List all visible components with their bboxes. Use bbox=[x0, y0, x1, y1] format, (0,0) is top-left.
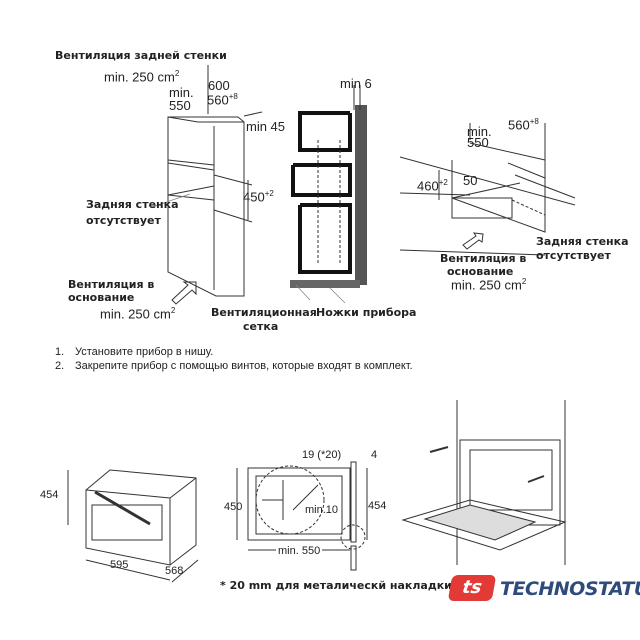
base-area-exponent: 2 bbox=[170, 306, 176, 315]
tr-dim-460-tolerance: +2 bbox=[438, 178, 448, 187]
dim-560-value: 560 bbox=[207, 92, 229, 108]
tr-dim-460: 460+2 bbox=[417, 178, 448, 194]
bm-dim-min10: min.10 bbox=[305, 504, 339, 516]
logo-name: TECHNOSTATUS bbox=[500, 578, 640, 600]
bm-dim-454: 454 bbox=[368, 500, 387, 512]
base-vent-label-1: Вентиляция в bbox=[68, 278, 155, 291]
dim-min45: min 45 bbox=[246, 119, 286, 134]
tr-dim-min-label: min. bbox=[467, 124, 492, 139]
dim-560-tolerance: +8 bbox=[228, 92, 238, 101]
bm-dim-450: 450 bbox=[224, 501, 243, 513]
dim-min6: min 6 bbox=[340, 76, 372, 91]
tr-base-area-value: min. 250 cm bbox=[451, 277, 522, 293]
tr-dim-550: 550 bbox=[467, 135, 489, 150]
instruction-2: 2. Закрепите прибор с помощью винтов, кот… bbox=[55, 360, 413, 372]
tr-base-vent-2: основание bbox=[447, 265, 514, 278]
tr-dim-560-tolerance: +8 bbox=[529, 117, 539, 126]
tall-cabinet-drawing bbox=[151, 65, 263, 305]
vent-grille-label-2: сетка bbox=[243, 320, 279, 333]
device-feet-label: Ножки прибора bbox=[316, 306, 417, 319]
bl-dim-454: 454 bbox=[40, 489, 59, 501]
instruction-number: 2. bbox=[55, 360, 65, 372]
bm-dim-min550: min. 550 bbox=[276, 545, 323, 557]
logo-mark: ts bbox=[447, 575, 497, 601]
drawer-niche-drawing bbox=[399, 123, 576, 256]
tr-base-vent-area: min. 250 cm2 bbox=[451, 277, 527, 293]
tr-dim-460-value: 460 bbox=[417, 178, 439, 194]
dim-560: 560+8 bbox=[207, 92, 238, 108]
tr-dim-50: 50 bbox=[463, 173, 478, 188]
base-vent-area: min. 250 cm2 bbox=[100, 306, 176, 322]
instruction-text: Установите прибор в нишу. bbox=[75, 346, 214, 358]
dim-450-tolerance: +2 bbox=[264, 189, 274, 198]
vent-grille-label-1: Вентиляционная bbox=[211, 306, 317, 319]
rear-vent-area: min. 250 cm2 bbox=[104, 69, 180, 85]
dim-550: 550 bbox=[169, 98, 191, 113]
oven-drawing bbox=[67, 469, 199, 583]
tr-dim-560-value: 560 bbox=[508, 117, 530, 133]
bm-dim-4: 4 bbox=[371, 449, 378, 461]
oven-installation-drawing bbox=[401, 400, 567, 565]
bl-dim-568: 568 bbox=[165, 565, 184, 577]
tr-no-back-wall-1: Задняя стенка bbox=[536, 235, 629, 248]
dim-450: 450+2 bbox=[243, 189, 274, 205]
area-exponent: 2 bbox=[174, 69, 180, 78]
area-value: min. 250 cm bbox=[104, 69, 175, 85]
bl-dim-595: 595 bbox=[110, 559, 129, 571]
no-back-wall-label-1: Задняя стенка bbox=[86, 198, 179, 211]
rear-vent-title: Вентиляция задней стенки bbox=[55, 49, 227, 62]
instruction-number: 1. bbox=[55, 346, 65, 358]
dim-450-value: 450 bbox=[243, 189, 265, 205]
footnote: * 20 mm для металическй накладки bbox=[220, 579, 452, 592]
base-area-value: min. 250 cm bbox=[100, 306, 171, 322]
tr-base-vent-1: Вентиляция в bbox=[440, 252, 527, 265]
bm-dim-19: 19 (*20) bbox=[302, 449, 342, 461]
tr-base-area-exponent: 2 bbox=[521, 277, 527, 286]
instruction-text: Закрепите прибор с помощью винтов, котор… bbox=[75, 360, 413, 372]
tr-dim-560: 560+8 bbox=[508, 117, 539, 133]
dim-600: 600 bbox=[208, 78, 230, 93]
section-drawing bbox=[290, 85, 367, 304]
no-back-wall-label-2: отсутствует bbox=[86, 214, 161, 227]
base-vent-label-2: основание bbox=[68, 291, 135, 304]
instruction-1: 1. Установите прибор в нишу. bbox=[55, 346, 213, 358]
dim-min-label: min. bbox=[169, 85, 194, 100]
tr-no-back-wall-2: отсутствует bbox=[536, 249, 611, 262]
